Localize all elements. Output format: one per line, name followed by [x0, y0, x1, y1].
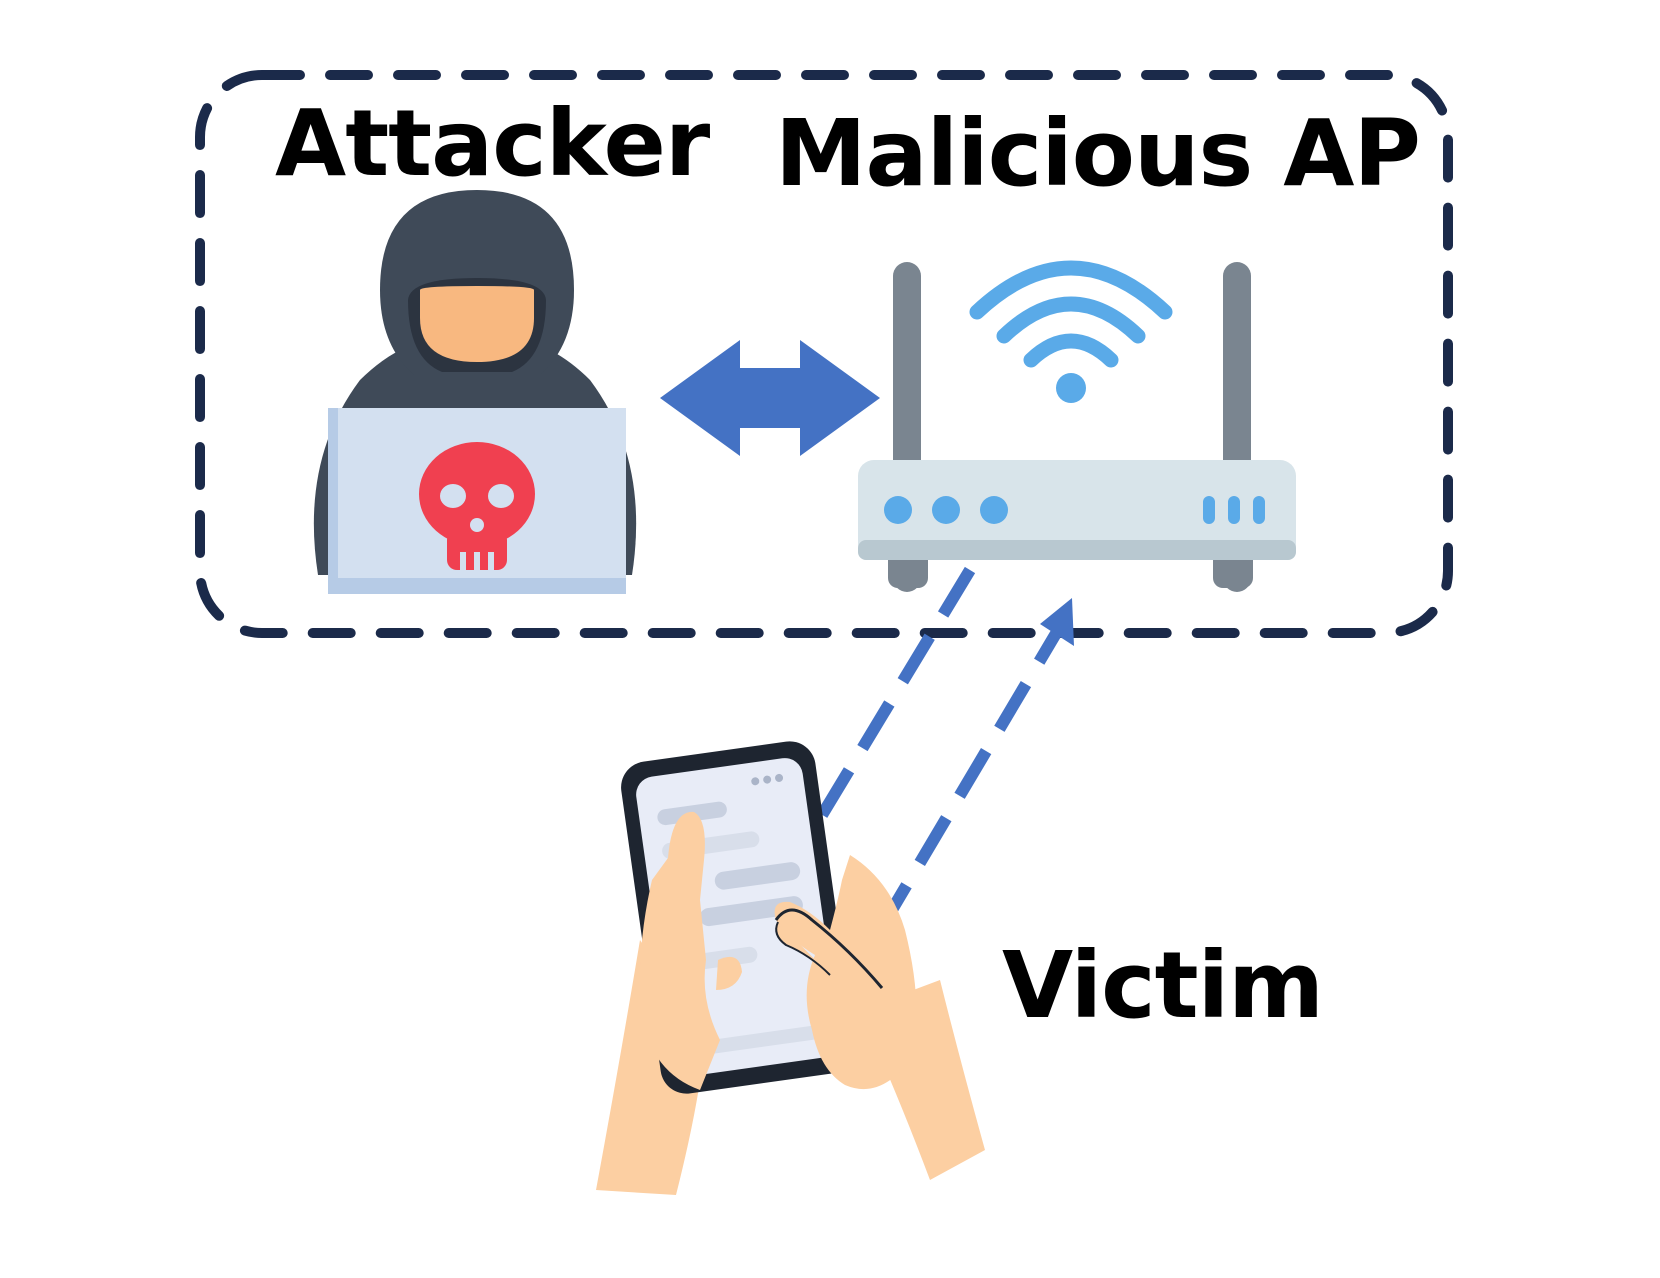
skull-icon [419, 442, 535, 572]
victim-label: Victim [1002, 932, 1324, 1039]
wifi-router-icon [858, 262, 1296, 592]
attacker-label: Attacker [275, 90, 710, 197]
smartphone-in-hands-icon [596, 741, 985, 1195]
victim-to-ap-dashed-arrow [874, 598, 1074, 934]
wifi-signal-icon [969, 260, 1173, 403]
attacker-zone-boundary [195, 70, 1453, 638]
bidirectional-link-arrow [660, 340, 880, 456]
malicious-ap-label: Malicious AP [775, 100, 1421, 207]
